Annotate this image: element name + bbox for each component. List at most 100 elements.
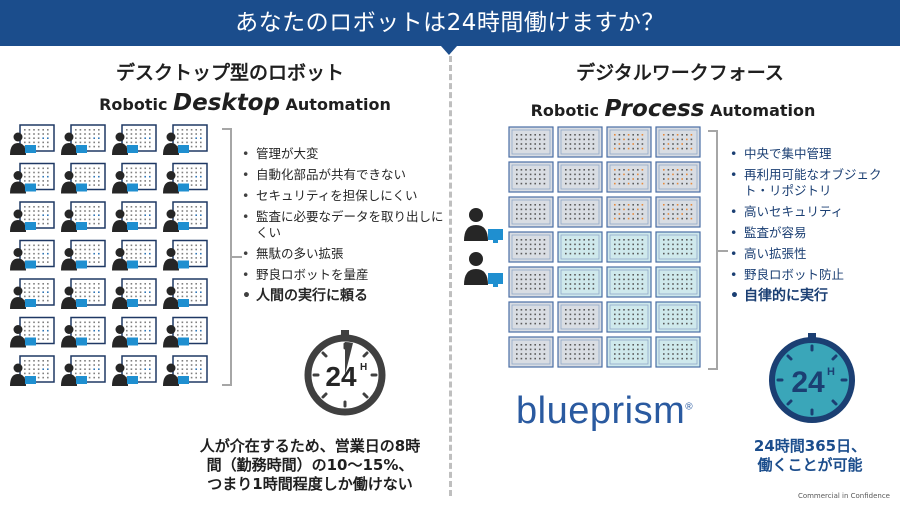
right-caption: 24時間365日、働くことが可能 (730, 437, 890, 475)
desktop-robot-unit (163, 124, 208, 155)
worker-icons (464, 208, 503, 287)
desktop-robot-unit (163, 278, 208, 309)
desktop-robot-unit (163, 316, 208, 348)
desktop-robot-grid (10, 124, 208, 386)
caption-line: 間（勤務時間）の10～15%、 (206, 456, 414, 474)
server-panel (655, 231, 701, 263)
server-panel (557, 266, 603, 298)
server-panel (508, 196, 554, 228)
desktop-robot-unit (112, 124, 157, 155)
left-clock-label: 24 (325, 361, 357, 392)
desktop-robot-unit (10, 201, 55, 232)
desktop-robot-unit (112, 316, 157, 348)
left-bracket-tick (232, 256, 242, 258)
server-panel (606, 231, 652, 263)
server-panel (655, 266, 701, 298)
desktop-robot-unit (61, 162, 106, 194)
server-panel (557, 196, 603, 228)
desktop-robot-unit (61, 239, 106, 271)
desktop-robot-unit (61, 201, 106, 232)
right-sub-big: Process (604, 96, 705, 122)
desktop-robot-unit (10, 278, 55, 309)
desktop-robot-unit (112, 201, 157, 232)
caption-line: 働くことが可能 (757, 456, 863, 474)
server-panel (557, 231, 603, 263)
desktop-robot-unit (61, 355, 106, 386)
server-panel (557, 301, 603, 333)
right-bullet-list: 中央で集中管理再利用可能なオブジェクト・リポジトリ高いセキュリティ監査が容易高い… (728, 146, 894, 309)
server-panel (508, 301, 554, 333)
caption-line: つまり1時間程度しか働けない (207, 475, 413, 493)
server-panel (606, 301, 652, 333)
left-caption: 人が介在するため、営業日の8時間（勤務時間）の10～15%、つまり1時間程度しか… (180, 437, 440, 494)
desktop-robot-unit (10, 162, 55, 194)
bullet-item: 高い拡張性 (728, 246, 894, 262)
bullet-item-strong: 人間の実行に頼る (240, 288, 450, 304)
desktop-robot-unit (112, 162, 157, 194)
left-sub-big: Desktop (173, 90, 280, 116)
caption-line: 人が介在するため、営業日の8時 (199, 437, 421, 455)
server-panel (655, 301, 701, 333)
desktop-robot-unit (163, 239, 208, 271)
right-bracket (708, 130, 718, 370)
left-bullet-list: 管理が大変自動化部品が共有できないセキュリティを担保しにくい監査に必要なデータを… (240, 146, 450, 309)
bullet-item-strong: 自律的に実行 (728, 288, 894, 304)
worker-icon (464, 252, 503, 287)
desktop-robot-unit (112, 278, 157, 309)
desktop-robot-unit (163, 162, 208, 194)
server-panel (655, 126, 701, 158)
desktop-robot-unit (163, 355, 208, 386)
left-clock-sup: H (360, 362, 367, 373)
server-panel (557, 126, 603, 158)
server-panel (557, 336, 603, 368)
right-clock-sup: H (827, 366, 835, 378)
bullet-item: セキュリティを担保しにくい (240, 188, 450, 204)
title-bar (0, 0, 900, 46)
server-panel (508, 336, 554, 368)
server-panel (508, 161, 554, 193)
clock-icon: 24 H (304, 330, 386, 416)
server-panel (606, 196, 652, 228)
bullet-item: 監査に必要なデータを取り出しにくい (240, 209, 450, 241)
server-panel (606, 336, 652, 368)
desktop-robot-unit (10, 239, 55, 271)
left-subtitle: Robotic Desktop Automation (60, 90, 430, 116)
slide-title: あなたのロボットは24時間働けますか？ (235, 10, 665, 36)
server-panel (508, 126, 554, 158)
logo-text: blueprism (516, 390, 686, 432)
worker-icon (464, 208, 503, 243)
clock-icon: 24 H (769, 333, 855, 423)
bullet-item: 野良ロボット防止 (728, 267, 894, 283)
server-panel (606, 161, 652, 193)
server-panel (508, 231, 554, 263)
desktop-robot-unit (163, 201, 208, 232)
bullet-item: 高いセキュリティ (728, 204, 894, 220)
server-panel (606, 126, 652, 158)
caption-line: 24時間365日、 (753, 437, 867, 455)
server-panel (655, 336, 701, 368)
desktop-robot-unit (112, 355, 157, 386)
server-panel (557, 161, 603, 193)
bullet-item: 管理が大変 (240, 146, 450, 162)
server-panel (655, 161, 701, 193)
footer-note: Commercial in Confidence (797, 492, 890, 500)
center-divider (449, 56, 452, 496)
desktop-robot-unit (61, 124, 106, 155)
left-bracket (222, 128, 232, 386)
bullet-item: 自動化部品が共有できない (240, 167, 450, 183)
blueprism-logo: blueprism® (516, 390, 693, 433)
logo-mark: ® (685, 401, 694, 413)
left-sub-suffix: Automation (279, 95, 391, 114)
right-sub-suffix: Automation (704, 101, 816, 120)
bullet-item: 中央で集中管理 (728, 146, 894, 162)
desktop-robot-unit (112, 239, 157, 271)
bullet-item: 再利用可能なオブジェクト・リポジトリ (728, 167, 894, 199)
left-heading: デスクトップ型のロボット (115, 62, 344, 84)
digital-workforce-grid (508, 126, 701, 368)
bullet-item: 監査が容易 (728, 225, 894, 241)
right-subtitle: Robotic Process Automation (488, 96, 858, 122)
right-bracket-tick (718, 250, 728, 252)
desktop-robot-unit (61, 278, 106, 309)
server-panel (508, 266, 554, 298)
bullet-item: 無駄の多い拡張 (240, 246, 450, 262)
